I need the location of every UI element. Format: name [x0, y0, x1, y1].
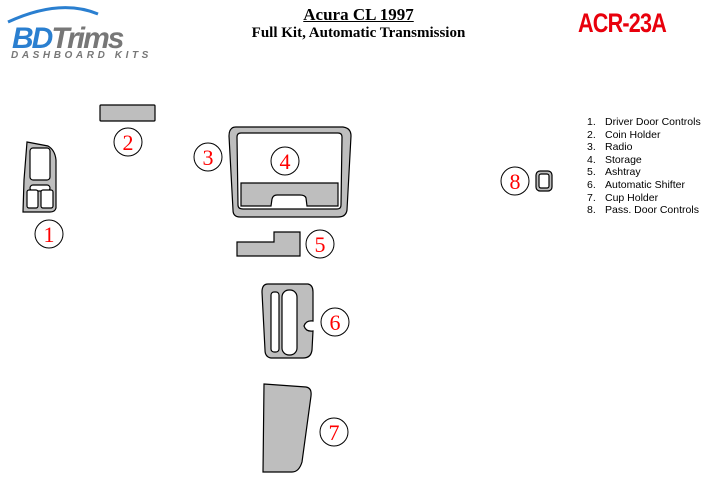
legend-label: Cup Holder [605, 191, 659, 204]
part-number-2: 2 [123, 130, 134, 155]
logo-brand-a: BD [12, 22, 53, 55]
legend-item: 1. Driver Door Controls [587, 116, 701, 129]
part-8-pass-door-controls [535, 170, 553, 192]
legend-label: Radio [605, 141, 633, 154]
legend-num: 4. [587, 153, 596, 166]
legend-item: 4. Storage [587, 154, 701, 167]
part-5-ashtray [236, 231, 301, 257]
part-7-cup-holder [262, 383, 312, 473]
part-1-driver-door-controls [22, 141, 57, 213]
part-number-8: 8 [510, 169, 521, 194]
part-4-storage [240, 182, 339, 207]
legend-item: 2. Coin Holder [587, 129, 701, 142]
legend-num: 1. [587, 116, 596, 128]
part-number-3: 3 [203, 145, 214, 170]
legend-num: 2. [587, 128, 596, 141]
legend-label: Storage [605, 153, 642, 166]
legend-label: Pass. Door Controls [605, 204, 699, 217]
part-number-1: 1 [44, 222, 55, 247]
logo-tagline: DASHBOARD KITS [11, 50, 152, 61]
title-text: Acura CL 1997 [303, 5, 414, 24]
legend-item: 5. Ashtray [587, 166, 701, 179]
part-6-automatic-shifter [261, 283, 314, 359]
part-number-7: 7 [329, 420, 340, 445]
legend-label: Automatic Shifter [605, 178, 685, 191]
brand-logo: BDTrims [12, 22, 125, 56]
legend-label: Coin Holder [605, 128, 661, 141]
page-title: Acura CL 1997 [0, 5, 711, 25]
page-subtitle: Full Kit, Automatic Transmission [0, 25, 711, 42]
legend-num: 7. [587, 191, 596, 204]
part-2-coin-holder [99, 104, 156, 122]
legend-num: 5. [587, 166, 596, 179]
part-number-5: 5 [315, 232, 326, 257]
legend-num: 6. [587, 178, 596, 191]
part-number-6: 6 [330, 310, 341, 335]
kit-code: ACR-23A [578, 8, 667, 38]
legend-item: 6. Automatic Shifter [587, 179, 701, 192]
legend-item: 7. Cup Holder [587, 192, 701, 205]
legend-num: 3. [587, 141, 596, 154]
part-number-4: 4 [280, 149, 291, 174]
parts-legend: 1. Driver Door Controls 2. Coin Holder 3. R… [587, 116, 701, 217]
legend-label: Ashtray [605, 166, 641, 179]
logo-swoosh [7, 6, 99, 24]
part-3-radio [228, 126, 352, 218]
legend-label: Driver Door Controls [605, 116, 701, 128]
legend-num: 8. [587, 204, 596, 217]
legend-item: 3. Radio [587, 141, 701, 154]
subtitle-text: Full Kit, Automatic Transmission [251, 25, 466, 41]
logo-brand-b: Trims [51, 22, 124, 55]
legend-item: 8. Pass. Door Controls [587, 204, 701, 217]
